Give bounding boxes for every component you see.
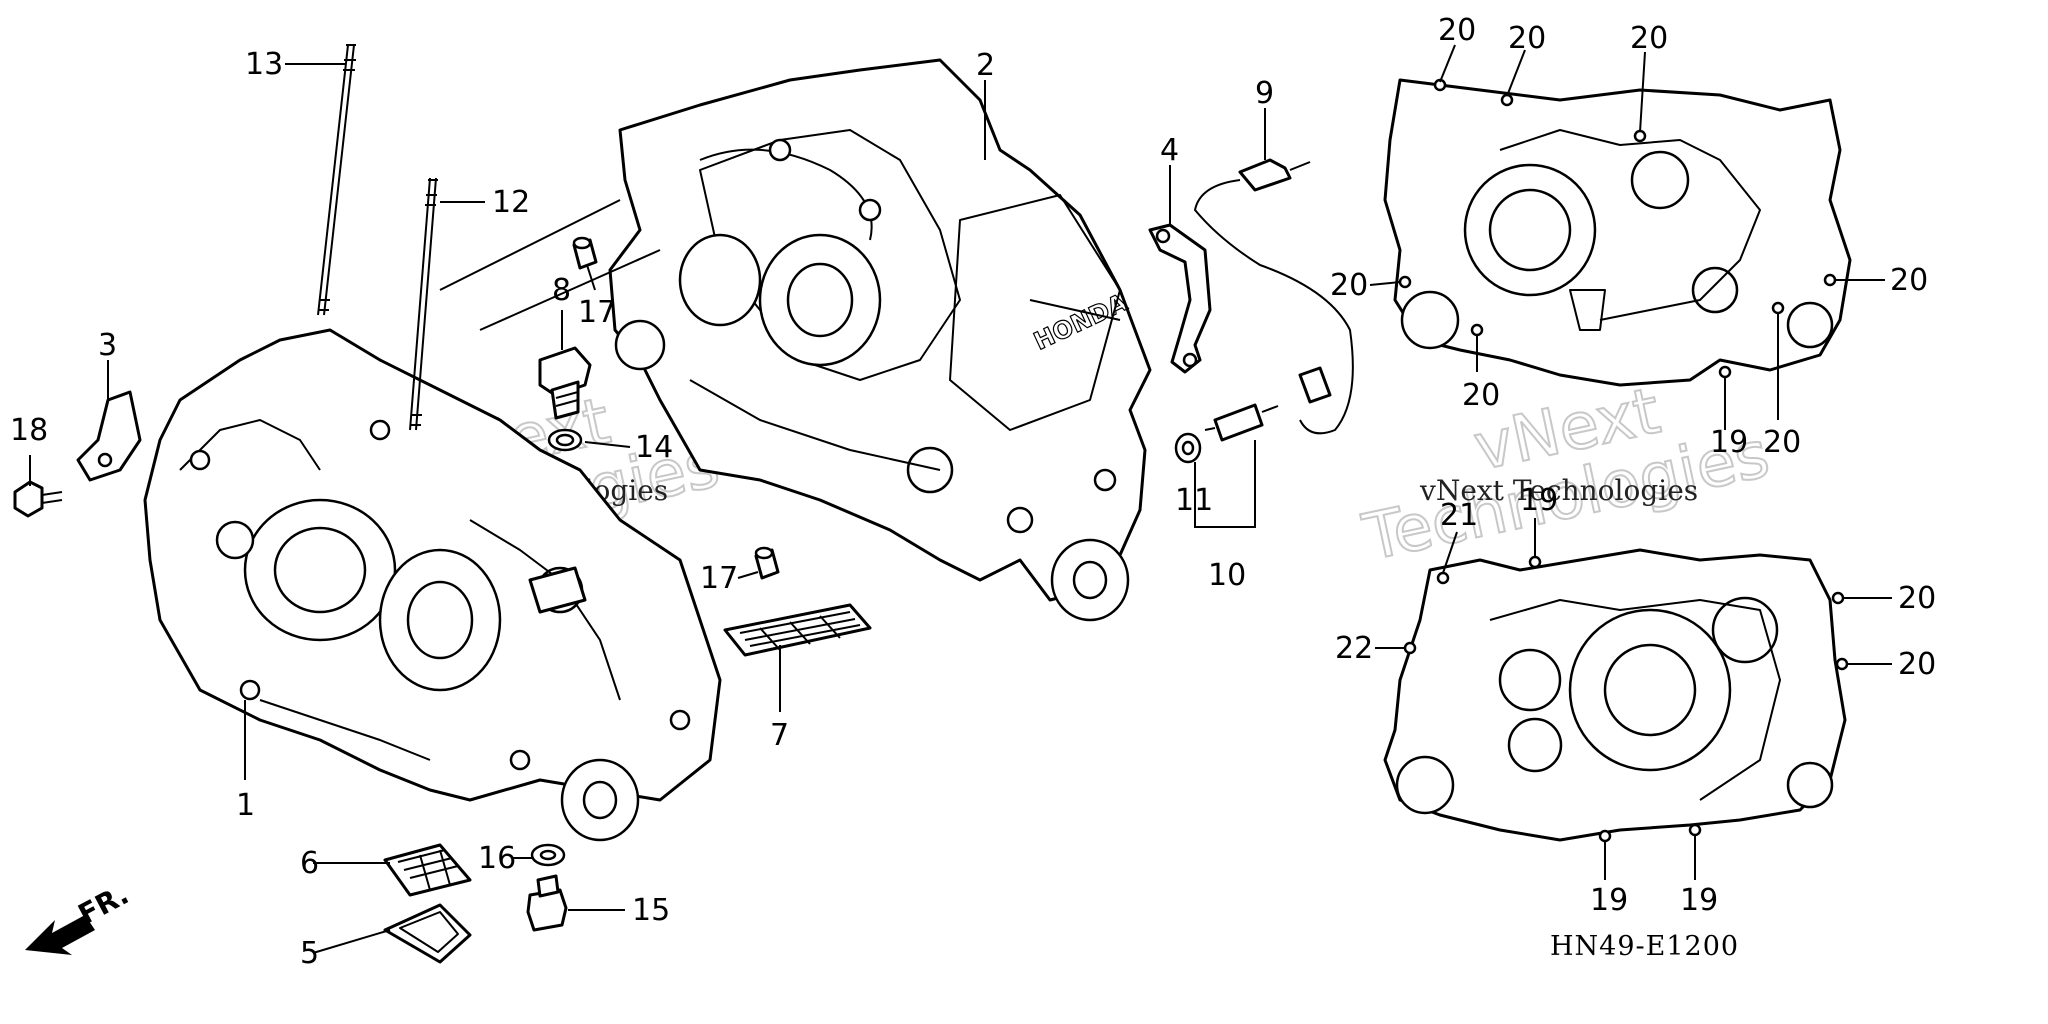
callout-21: 21	[1440, 498, 1478, 533]
callout-20-e: 20	[1890, 263, 1928, 298]
bolt-18	[13, 480, 63, 518]
washer-16	[530, 843, 566, 867]
left-crankcase	[143, 328, 722, 842]
callout-20-f: 20	[1462, 378, 1500, 413]
callout-19-d: 19	[1680, 883, 1718, 918]
callout-15: 15	[632, 893, 670, 928]
callout-18: 18	[10, 413, 48, 448]
dowel-pin-17-lower	[754, 546, 780, 580]
alignment-lines	[439, 199, 661, 331]
callout-17-upper: 17	[578, 295, 616, 330]
callout-17-lower: 17	[700, 561, 738, 596]
callout-8: 8	[552, 273, 571, 308]
bracket-4	[1148, 223, 1212, 374]
callout-19-a: 19	[1710, 425, 1748, 460]
strainer-screen-7	[723, 603, 872, 657]
drain-bolt-15	[526, 874, 568, 932]
callout-20-c: 20	[1630, 21, 1668, 56]
stud-bolt-12	[409, 177, 438, 431]
callout-19-c: 19	[1590, 883, 1628, 918]
callout-12: 12	[492, 185, 530, 220]
callout-14: 14	[635, 430, 673, 465]
callout-3: 3	[98, 328, 117, 363]
callout-20-g: 20	[1763, 425, 1801, 460]
gasket-upper	[1383, 78, 1852, 387]
callout-20-h: 20	[1898, 581, 1936, 616]
watermark-small: vNext Technologies	[1419, 474, 1698, 507]
screen-6	[383, 843, 472, 897]
washer-11	[1174, 432, 1202, 464]
callout-6: 6	[300, 846, 319, 881]
right-crankcase: HONDA	[608, 58, 1152, 622]
stud-bolt-13	[317, 44, 356, 316]
callout-20-i: 20	[1898, 647, 1936, 682]
callout-5: 5	[300, 936, 319, 971]
front-direction-arrow: FR.	[25, 878, 134, 955]
callout-19-b: 19	[1520, 483, 1558, 518]
callout-20-b: 20	[1508, 21, 1546, 56]
callout-16: 16	[478, 841, 516, 876]
switch-10	[1204, 403, 1279, 442]
callout-labels: 1 2 3 4 5 6 7 8 9 10 11 12 13 14 15 16 1…	[10, 13, 1936, 971]
leader-lines	[29, 44, 1892, 954]
dowel-pin-17-upper	[572, 236, 598, 270]
callout-7: 7	[770, 718, 789, 753]
callout-9: 9	[1255, 76, 1274, 111]
oil-filler-cap-8	[538, 346, 592, 420]
watermark-right: vNext Technologies vNext Technologies	[1356, 373, 1777, 576]
diagram-code: HN49-E1200	[1550, 931, 1739, 962]
bracket-3	[76, 390, 142, 482]
sensor-9	[1194, 158, 1354, 435]
callout-20-d: 20	[1330, 268, 1368, 303]
o-ring-14	[547, 428, 583, 452]
callout-22: 22	[1335, 631, 1373, 666]
callout-13: 13	[245, 47, 283, 82]
gasket-lower	[1383, 548, 1849, 843]
callout-20-a: 20	[1438, 13, 1476, 48]
callout-10: 10	[1208, 558, 1246, 593]
callout-4: 4	[1160, 133, 1179, 168]
callout-1: 1	[236, 788, 255, 823]
callout-11: 11	[1175, 483, 1213, 518]
cover-5	[383, 903, 472, 964]
callout-2: 2	[976, 48, 995, 83]
